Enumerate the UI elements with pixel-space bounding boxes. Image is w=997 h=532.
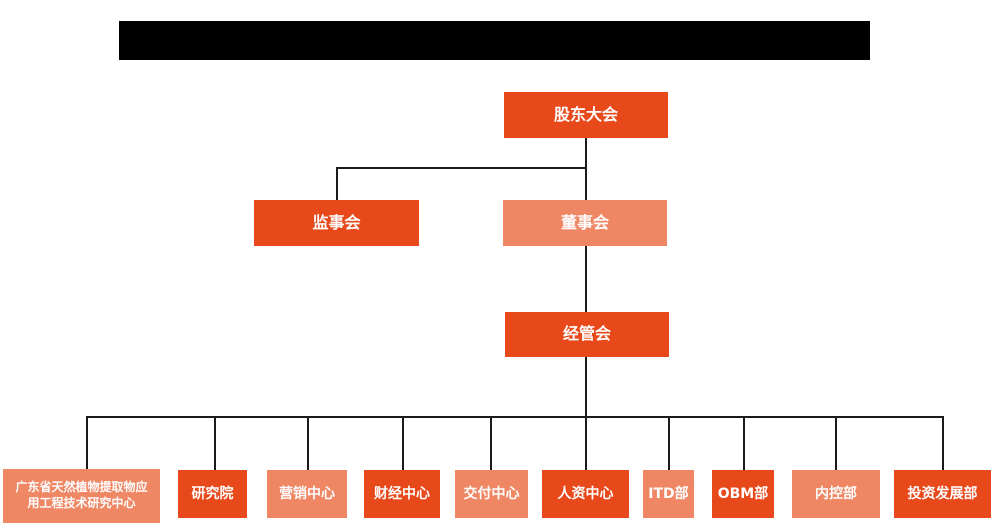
org-node-obm-dept: OBM部 [712,470,774,518]
connector-directors-to-management [585,246,587,312]
connector-drop-research-institute [214,416,216,470]
org-node-delivery-center: 交付中心 [455,470,528,518]
org-node-investment-development-dept: 投资发展部 [894,470,991,518]
connector-horizontal-level4 [86,416,944,418]
connector-drop-internal-control-dept [835,416,837,470]
connector-drop-research-center [86,416,88,470]
org-node-research-institute: 研究院 [178,470,247,518]
org-node-shareholders-meeting: 股东大会 [504,92,668,138]
connector-drop-obm-dept [743,416,745,470]
connector-drop-delivery-center [490,416,492,470]
connector-spine-top [585,138,587,200]
org-node-board-of-directors: 董事会 [503,200,667,246]
org-node-hr-center: 人资中心 [542,470,629,518]
org-node-supervisory-board: 监事会 [254,200,419,246]
connector-drop-itd-dept [668,416,670,470]
connector-drop-investment-development-dept [942,416,944,470]
connector-drop-finance-center [402,416,404,470]
connector-horizontal-level2 [336,167,587,169]
org-node-management-committee: 经管会 [505,312,669,357]
org-node-marketing-center: 营销中心 [267,470,347,518]
org-node-research-center: 广东省天然植物提取物应用工程技术研究中心 [3,469,160,523]
connector-drop-marketing-center [307,416,309,470]
org-node-internal-control-dept: 内控部 [792,470,880,518]
org-node-itd-dept: ITD部 [643,470,694,518]
connector-drop-supervisory [336,167,338,200]
redacted-title-bar [119,21,870,60]
org-node-finance-center: 财经中心 [364,470,440,518]
connector-spine-bottom [585,357,587,470]
